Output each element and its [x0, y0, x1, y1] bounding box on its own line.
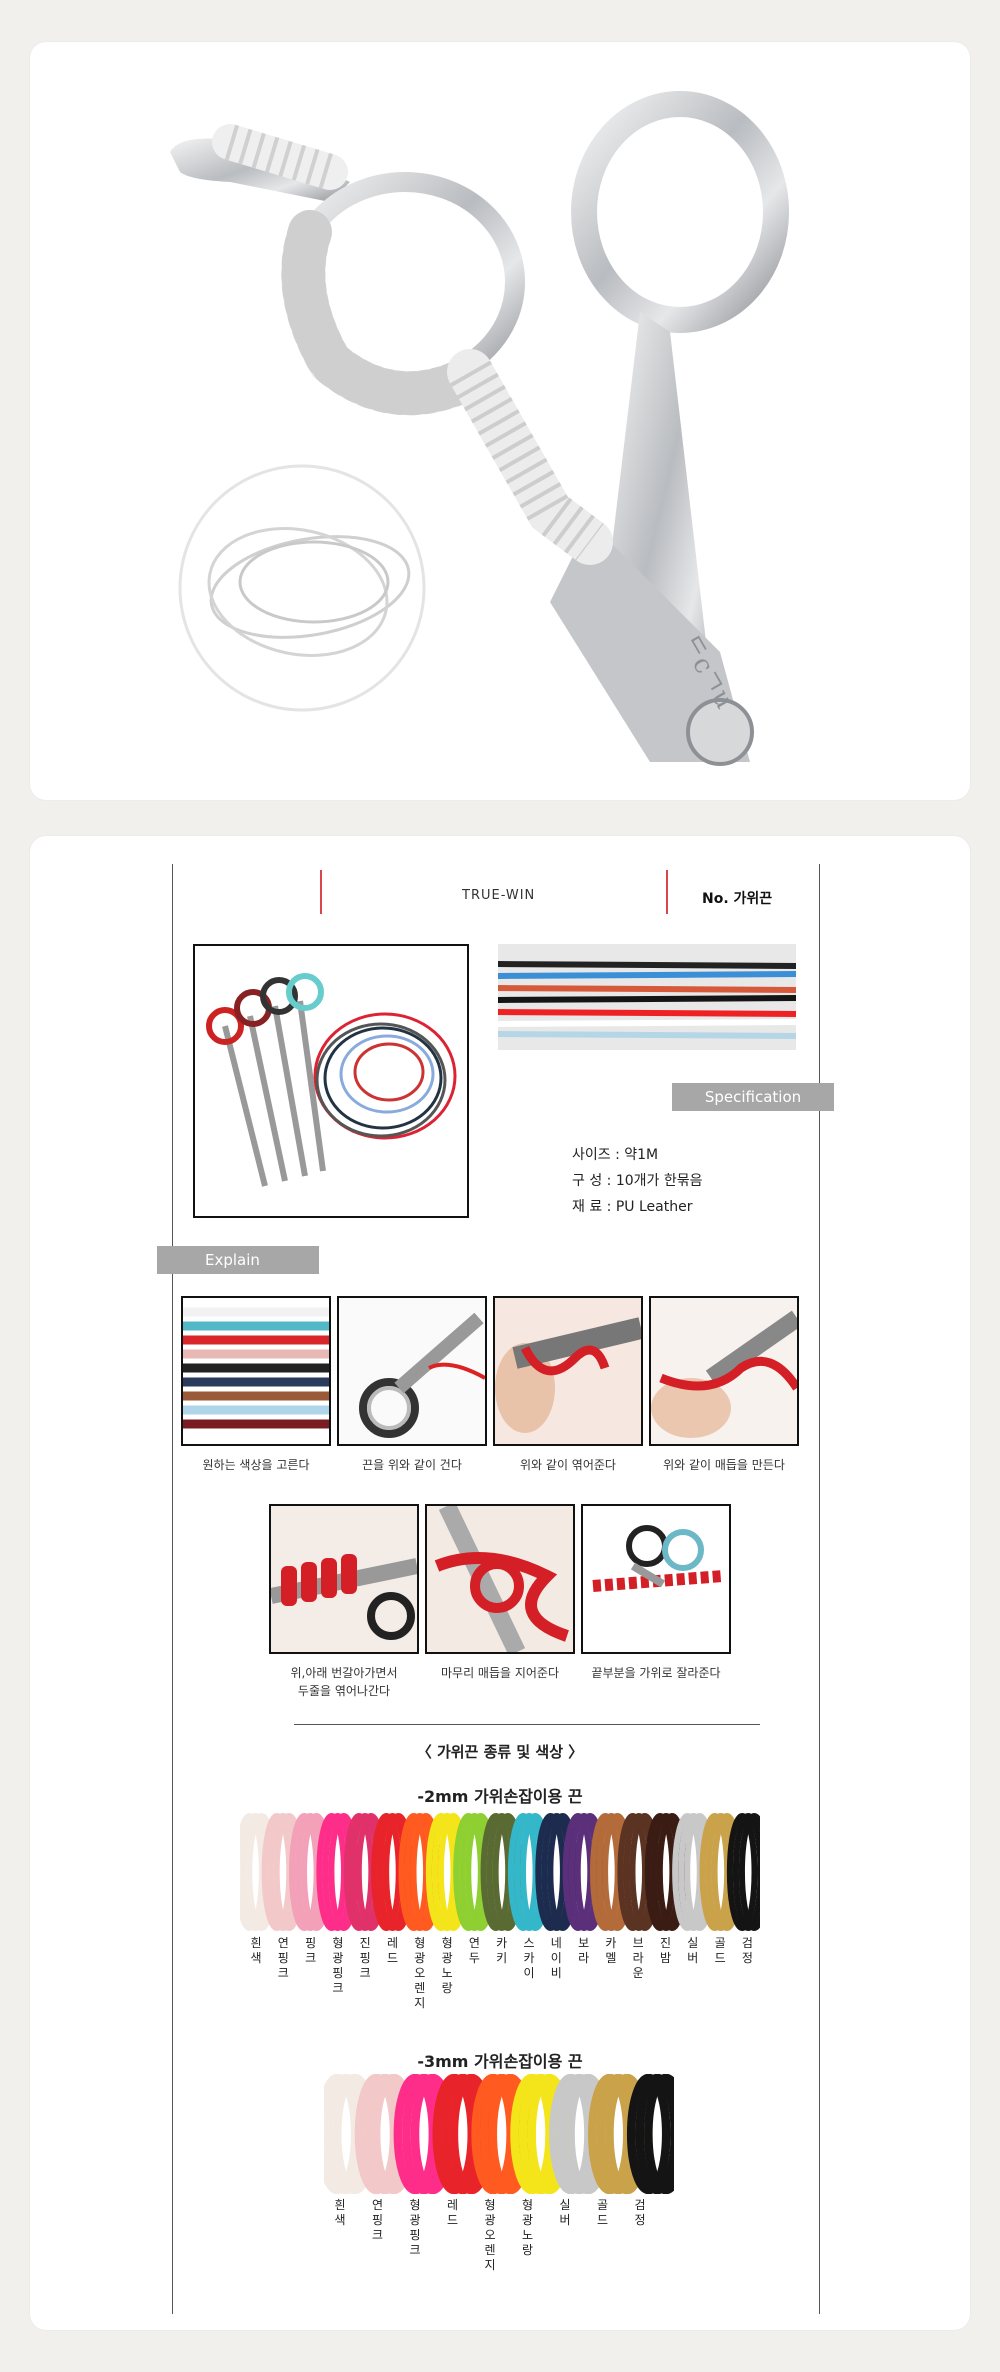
specification-tag: Specification: [672, 1083, 834, 1111]
cord-strip-photo: [498, 944, 796, 1050]
color-label: 카키: [496, 1936, 508, 1965]
brand-name: TRUE-WIN: [462, 888, 536, 903]
colors-section-title: 〈 가위끈 종류 및 색상 〉: [416, 1743, 584, 1761]
coiled-cord: [178, 464, 426, 712]
hero-image-card: ᄃcㄱu: [30, 42, 970, 800]
step-3-image: [493, 1296, 643, 1446]
swatch-검정: [644, 2074, 674, 2194]
color-label: 형광오렌지: [414, 1936, 426, 2010]
color-label: 흰색: [250, 1936, 262, 1965]
spec-sheet-frame: [172, 864, 820, 2314]
step-1-caption: 원하는 색상을 고른다: [202, 1458, 310, 1472]
spec-composition: 구 성 : 10개가 한묶음: [572, 1173, 703, 1189]
scissors-set-image: [206, 973, 457, 1187]
product-number: No. 가위끈: [702, 891, 773, 907]
color-label: 형광핑크: [332, 1936, 344, 1995]
spec-list: 사이즈 : 약1M 구 성 : 10개가 한묶음 재 료 : PU Leathe…: [572, 1142, 703, 1220]
color-label: 골드: [596, 2198, 609, 2227]
color-label: 형광오렌지: [484, 2198, 496, 2272]
color-label: 실버: [687, 1936, 699, 1965]
color-label: 형광노랑: [521, 2198, 534, 2257]
color-label: 브라운: [632, 1936, 644, 1980]
color-label: 형광핑크: [409, 2198, 421, 2257]
color-label: 진밤: [659, 1936, 672, 1965]
scissors-right-handle: ᄃcㄱu: [550, 91, 789, 766]
step-6-caption: 마무리 매듭을 지어준다: [440, 1666, 560, 1680]
color-label: 검정: [634, 2198, 646, 2227]
step-5-image: [269, 1504, 419, 1654]
color-label: 흰색: [334, 2198, 346, 2227]
swatch-검정: [732, 1813, 760, 1931]
color-label: 진핑크: [359, 1936, 371, 1980]
color-label: 레드: [386, 1936, 399, 1965]
step-3-caption: 위와 같이 엮어준다: [520, 1458, 616, 1472]
color-label: 연두: [468, 1936, 480, 1965]
mm2-color-labels: 흰색 연핑크 핑크 형광핑크 진핑크 레드 형광오렌지 형광노랑 연두 카키 스카이 네이비 보라 카멜 브…: [248, 1936, 768, 2086]
swatch-검정: [738, 1813, 760, 1931]
mm3-color-labels: 흰색 연핑크 형광핑크 레드 형광오렌지 형광노랑 실버 골드 검정: [332, 2198, 682, 2298]
scissors-with-white-cord-image: ᄃcㄱu: [170, 91, 789, 766]
spec-sheet-card: TRUE-WIN No. 가위끈: [30, 836, 970, 2330]
product-photo: [193, 944, 469, 1218]
header-accent-right: [666, 870, 668, 914]
color-label: 연핑크: [277, 1936, 289, 1980]
color-label: 스카이: [523, 1936, 535, 1980]
color-label: 카멜: [605, 1936, 617, 1965]
header-accent-left: [320, 870, 322, 914]
mm3-color-swatches: [324, 2074, 674, 2194]
step-1-image: [181, 1296, 331, 1446]
step-4-image: [649, 1296, 799, 1446]
mm2-color-swatches: [240, 1812, 760, 1932]
section-divider: [294, 1724, 760, 1725]
spec-size: 사이즈 : 약1M: [572, 1147, 659, 1163]
step-4-caption: 위와 같이 매듭을 만든다: [663, 1458, 785, 1472]
color-label: 연핑크: [371, 2198, 384, 2242]
step-6-image: [425, 1504, 575, 1654]
cord-strip-image: [498, 944, 796, 1050]
step-2-image: [337, 1296, 487, 1446]
mm2-title: -2mm 가위손잡이용 끈: [417, 1787, 583, 1806]
mm2_colors-coil-graphic: [240, 1812, 760, 1932]
step-2-caption: 끈을 위와 같이 건다: [362, 1458, 462, 1472]
spec-material: 재 료 : PU Leather: [572, 1199, 693, 1215]
color-label: 레드: [446, 2198, 459, 2227]
step-5-caption: 위,아래 번갈아가면서 두줄을 엮어나간다: [290, 1666, 398, 1698]
color-label: 실버: [559, 2198, 571, 2227]
step-7-caption: 끝부분을 가위로 잘라준다: [591, 1666, 721, 1680]
scissors-left-handle: [170, 124, 613, 565]
mm3-title: -3mm 가위손잡이용 끈: [417, 2052, 583, 2071]
explain-tag: Explain: [157, 1246, 319, 1274]
color-label: 형광노랑: [441, 1936, 453, 1995]
step-7-image: [581, 1504, 731, 1654]
mm3_colors-coil-graphic: [324, 2074, 674, 2194]
color-label: 네이비: [550, 1936, 562, 1980]
color-label: 검정: [741, 1936, 753, 1965]
color-label: 골드: [714, 1936, 726, 1965]
color-label: 핑크: [305, 1936, 317, 1965]
color-label: 보라: [578, 1936, 590, 1965]
swatch-검정: [726, 1812, 758, 1932]
